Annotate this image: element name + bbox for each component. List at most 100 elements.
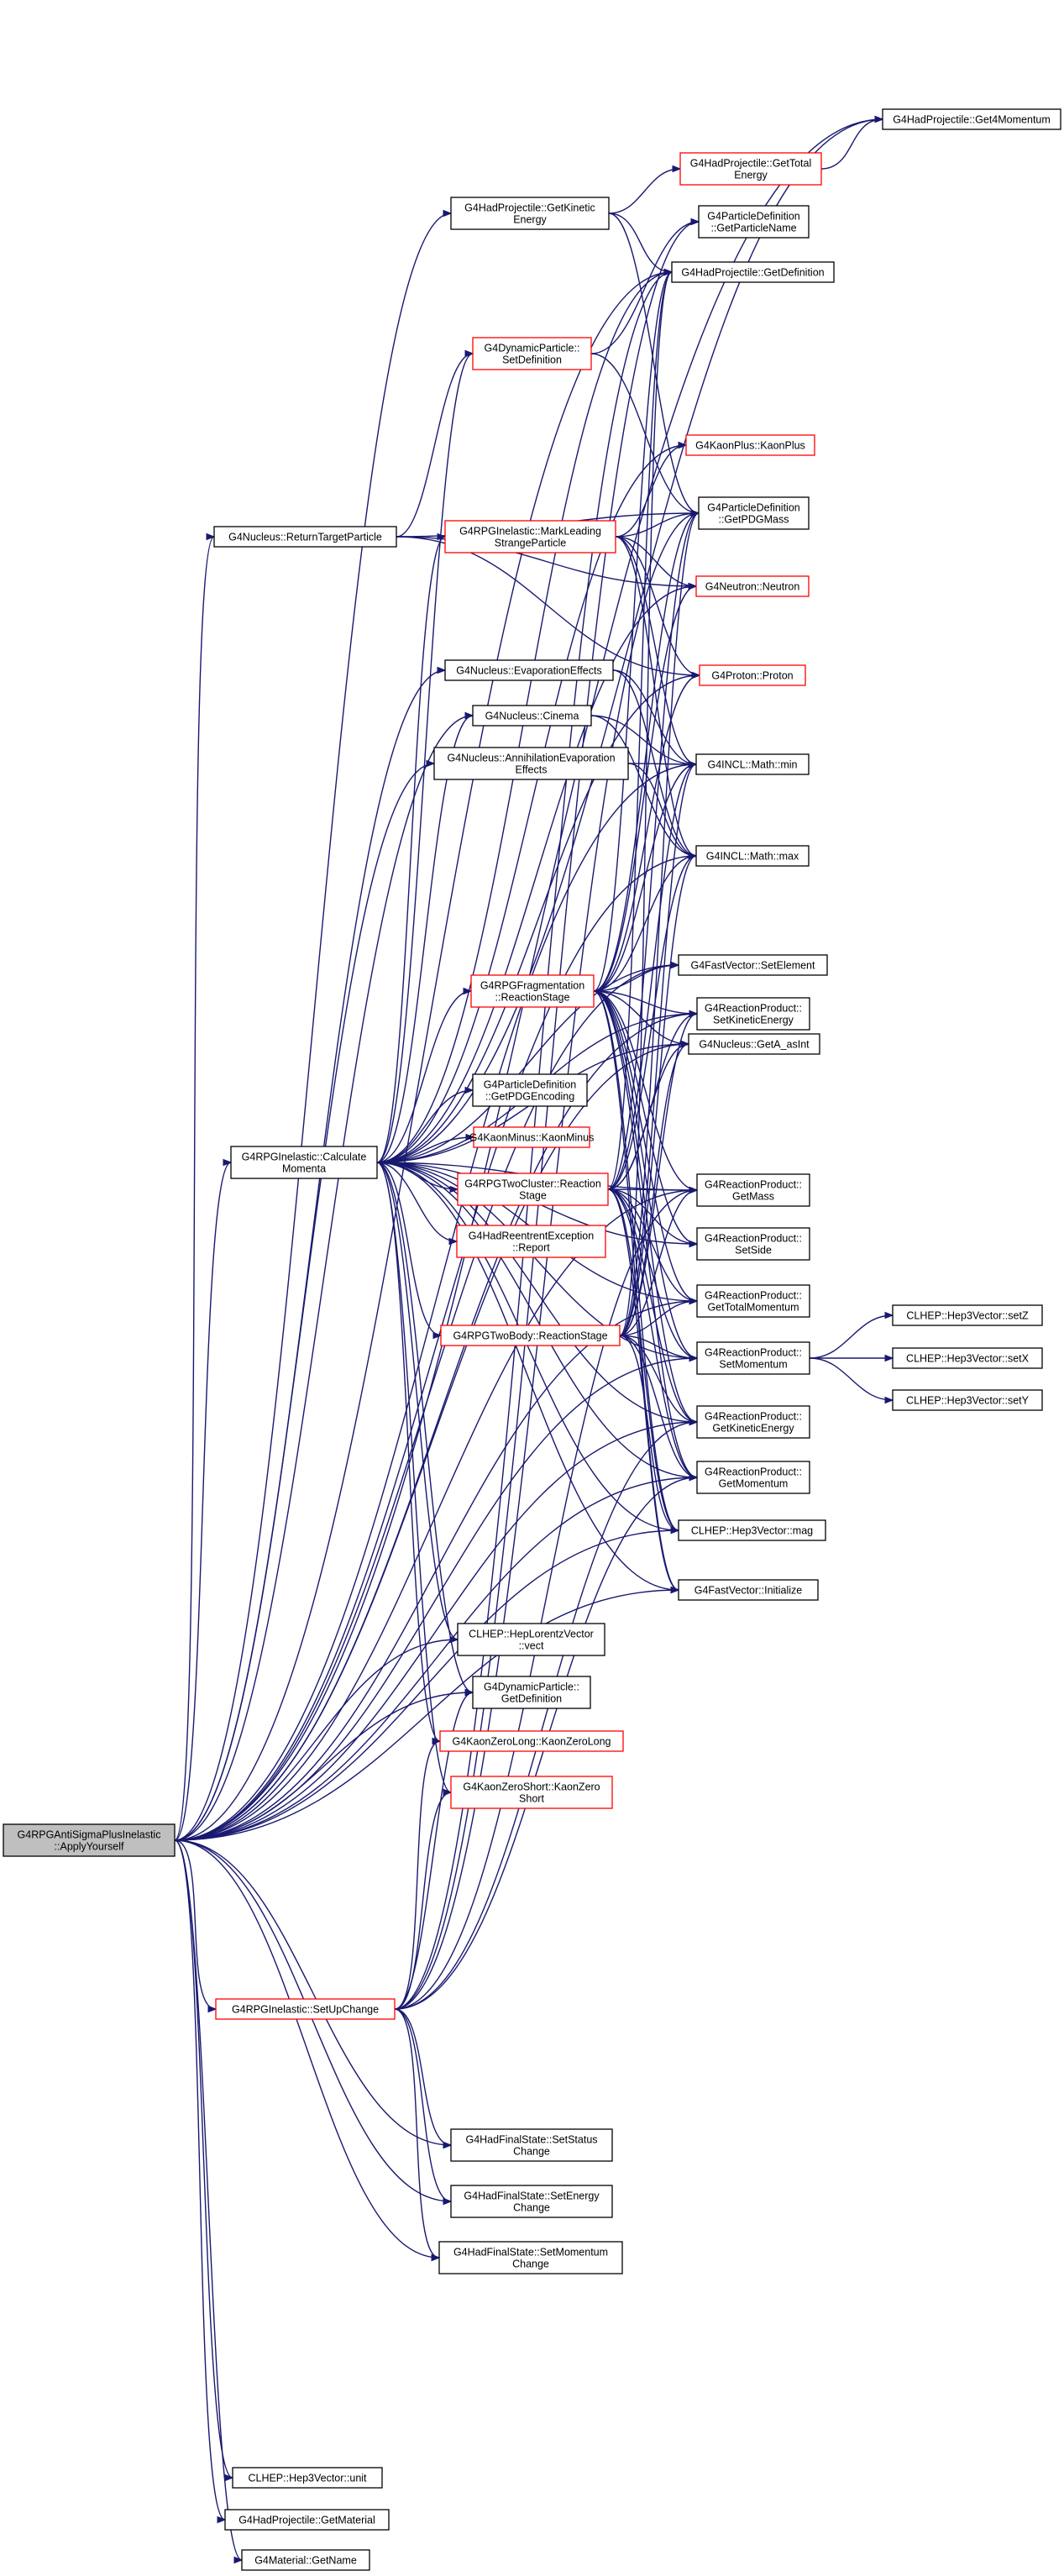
node-getmaterial[interactable]: G4HadProjectile::GetMaterial xyxy=(224,2509,390,2531)
node-setupchange[interactable]: G4RPGInelastic::SetUpChange xyxy=(215,1998,396,2020)
call-edge xyxy=(394,218,700,2010)
edge-line xyxy=(619,855,697,1336)
edge-line xyxy=(608,212,700,514)
node-kaonzeroshort[interactable]: G4KaonZeroShort::KaonZeroShort xyxy=(450,1776,613,1809)
node-dyngetdef[interactable]: G4DynamicParticle::GetDefinition xyxy=(472,1676,591,1709)
node-label: ::GetPDGEncoding xyxy=(485,1091,574,1103)
node-getmass[interactable]: G4ReactionProduct::GetMass xyxy=(696,1173,810,1207)
call-edge xyxy=(376,1162,443,1340)
edge-line xyxy=(174,1043,689,1841)
node-label: GetMomentum xyxy=(719,1478,789,1490)
node-returntarget[interactable]: G4Nucleus::ReturnTargetParticle xyxy=(213,526,397,548)
node-getkineticenergy[interactable]: G4ReactionProduct::GetKineticEnergy xyxy=(696,1405,810,1439)
edge-line xyxy=(394,1189,698,2010)
call-edge xyxy=(593,671,701,992)
node-label: G4FastVector::SetElement xyxy=(691,960,816,972)
node-projgetdef[interactable]: G4HadProjectile::GetDefinition xyxy=(671,261,835,283)
node-label: Change xyxy=(513,2202,550,2214)
node-setmomentum[interactable]: G4ReactionProduct::SetMomentum xyxy=(696,1341,810,1375)
node-label: G4KaonZeroShort::KaonZero xyxy=(463,1781,600,1793)
node-setkinetic[interactable]: G4ReactionProduct::SetKineticEnergy xyxy=(696,997,810,1031)
node-mathmin[interactable]: G4INCL::Math::min xyxy=(695,753,810,775)
node-gettotalmomentum[interactable]: G4ReactionProduct::GetTotalMomentum xyxy=(696,1284,810,1318)
node-evaporation[interactable]: G4Nucleus::EvaporationEffects xyxy=(444,659,614,681)
node-label: Change xyxy=(512,2259,549,2270)
arrowhead xyxy=(443,1788,453,1797)
edge-line xyxy=(394,1740,441,2010)
call-edge xyxy=(608,165,682,214)
node-getmomentum[interactable]: G4ReactionProduct::GetMomentum xyxy=(696,1461,810,1494)
node-label: G4Nucleus::Cinema xyxy=(485,711,579,722)
call-edge xyxy=(174,209,453,1841)
edge-line xyxy=(396,536,700,676)
node-dynsetdef[interactable]: G4DynamicParticle::SetDefinition xyxy=(472,337,592,370)
node-unit[interactable]: CLHEP::Hep3Vector::unit xyxy=(232,2467,383,2489)
node-getparticlename[interactable]: G4ParticleDefinition::GetParticleName xyxy=(698,205,810,239)
node-setz[interactable]: CLHEP::Hep3Vector::setZ xyxy=(892,1304,1043,1326)
edge-line xyxy=(174,1839,452,2146)
node-box xyxy=(698,205,810,239)
node-setside[interactable]: G4ReactionProduct::SetSide xyxy=(696,1227,810,1261)
node-mag[interactable]: CLHEP::Hep3Vector::mag xyxy=(678,1519,826,1541)
edge-line xyxy=(607,1188,698,1478)
edge-line xyxy=(619,763,697,1336)
call-edge xyxy=(174,1158,233,1841)
node-annihilation[interactable]: G4Nucleus::AnnihilationEvaporationEffect… xyxy=(433,747,629,780)
node-initialize[interactable]: G4FastVector::Initialize xyxy=(678,1579,819,1601)
node-proton[interactable]: G4Proton::Proton xyxy=(699,664,806,686)
node-twocluster[interactable]: G4RPGTwoCluster::ReactionStage xyxy=(457,1173,609,1206)
edge-line xyxy=(809,1314,894,1359)
node-setelement[interactable]: G4FastVector::SetElement xyxy=(678,954,828,976)
node-root[interactable]: G4RPGAntiSigmaPlusInelastic::ApplyYourse… xyxy=(3,1823,176,1857)
node-label: G4HadProjectile::GetTotal xyxy=(690,158,812,170)
edge-line xyxy=(376,1136,474,1163)
call-edge xyxy=(396,349,474,538)
node-getaasint[interactable]: G4Nucleus::GetA_asInt xyxy=(688,1033,820,1055)
node-setx[interactable]: CLHEP::Hep3Vector::setX xyxy=(892,1347,1043,1369)
edge-line xyxy=(174,536,215,1841)
edge-line xyxy=(376,1162,458,1242)
arrowhead xyxy=(688,852,698,860)
node-box xyxy=(473,1126,590,1148)
node-neutron[interactable]: G4Neutron::Neutron xyxy=(695,575,810,597)
node-kaonzerolong[interactable]: G4KaonZeroLong::KaonZeroLong xyxy=(439,1730,624,1752)
node-kaonminus[interactable]: G4KaonMinus::KaonMinus xyxy=(469,1126,595,1148)
call-edge xyxy=(376,1162,459,1644)
node-mathmax[interactable]: G4INCL::Math::max xyxy=(695,845,810,867)
call-edge xyxy=(174,268,674,1841)
node-get4mom[interactable]: G4HadProjectile::Get4Momentum xyxy=(882,108,1061,130)
node-fragmentation[interactable]: G4RPGFragmentation::ReactionStage xyxy=(470,974,595,1008)
node-box xyxy=(472,705,592,727)
node-hadreentrant[interactable]: G4HadReentrentException::Report xyxy=(456,1225,606,1258)
node-box xyxy=(695,753,810,775)
call-edge xyxy=(394,509,700,2010)
edge-line xyxy=(615,536,697,857)
node-label: G4RPGInelastic::SetUpChange xyxy=(232,2004,379,2016)
node-markleading[interactable]: G4RPGInelastic::MarkLeadingStrangePartic… xyxy=(444,520,616,553)
arrowhead xyxy=(884,1311,894,1319)
node-box xyxy=(457,1173,609,1206)
node-getkinetic[interactable]: G4HadProjectile::GetKineticEnergy xyxy=(450,197,610,230)
node-label: G4HadFinalState::SetStatus xyxy=(465,2134,597,2146)
node-vect[interactable]: CLHEP::HepLorentzVector::vect xyxy=(457,1623,605,1656)
node-getname[interactable]: G4Material::GetName xyxy=(241,2549,370,2571)
node-box xyxy=(444,520,616,553)
edge-line xyxy=(174,1589,679,1841)
arrowhead xyxy=(690,509,700,517)
node-label: ::ApplyYourself xyxy=(55,1841,124,1853)
node-label: CLHEP::Hep3Vector::setX xyxy=(906,1353,1030,1365)
node-getpdgmass[interactable]: G4ParticleDefinition::GetPDGMass xyxy=(698,496,810,530)
node-twobody[interactable]: G4RPGTwoBody::ReactionStage xyxy=(440,1325,621,1346)
edge-line xyxy=(590,221,700,354)
arrowhead xyxy=(672,165,682,173)
node-kaonplus[interactable]: G4KaonPlus::KaonPlus xyxy=(685,434,815,456)
node-cinema[interactable]: G4Nucleus::Cinema xyxy=(472,705,592,727)
node-getpdgencoding[interactable]: G4ParticleDefinition::GetPDGEncoding xyxy=(472,1073,588,1107)
node-sety[interactable]: CLHEP::Hep3Vector::setY xyxy=(892,1389,1043,1411)
node-box xyxy=(450,1776,613,1809)
